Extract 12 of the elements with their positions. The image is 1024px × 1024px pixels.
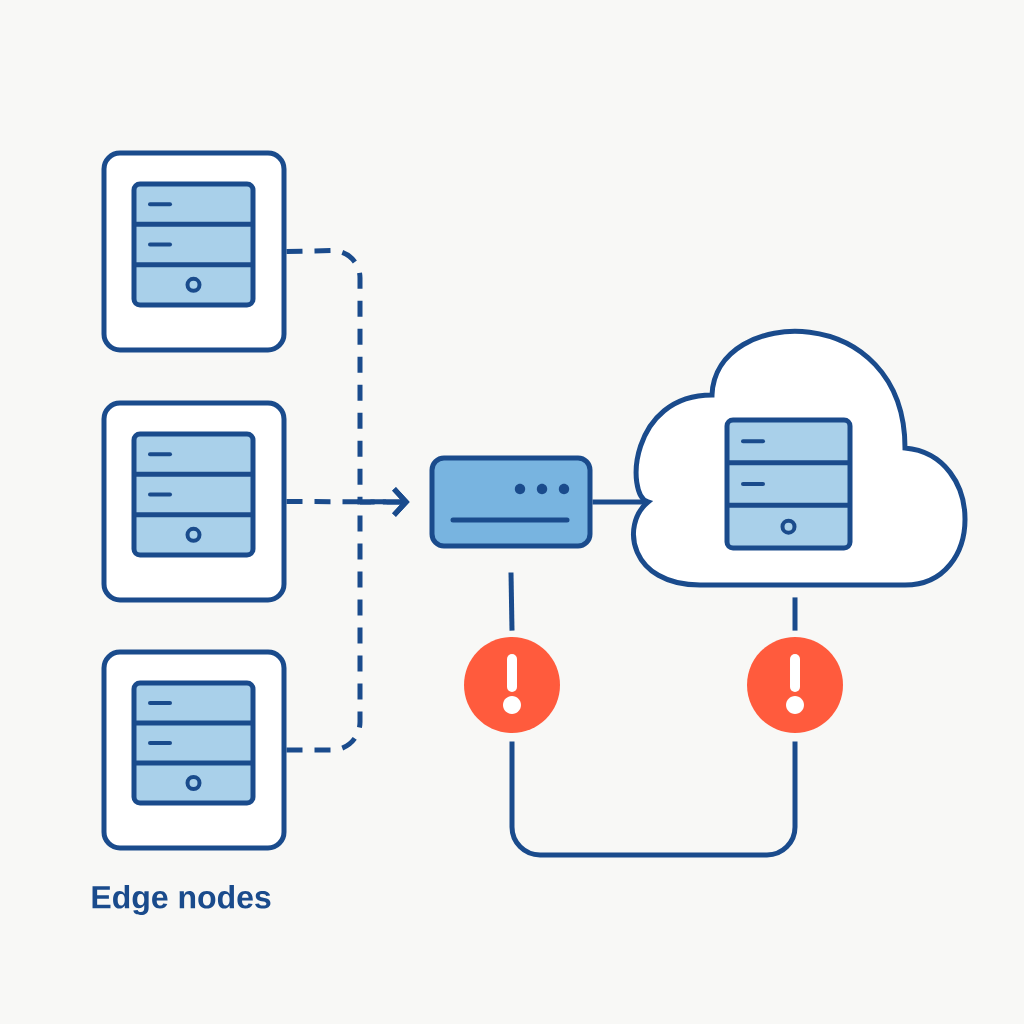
server-drawing	[101, 150, 287, 353]
connector	[508, 572, 515, 631]
alert-icon	[464, 637, 560, 733]
server-drawing	[724, 417, 853, 551]
group-caption: Edge nodes	[92, 885, 271, 915]
connector	[509, 741, 798, 858]
connector	[792, 597, 798, 631]
server-drawing	[101, 400, 287, 603]
server-drawing	[101, 649, 287, 851]
router-drawing	[429, 455, 593, 549]
alert-icon	[747, 637, 843, 733]
connector	[286, 487, 410, 753]
